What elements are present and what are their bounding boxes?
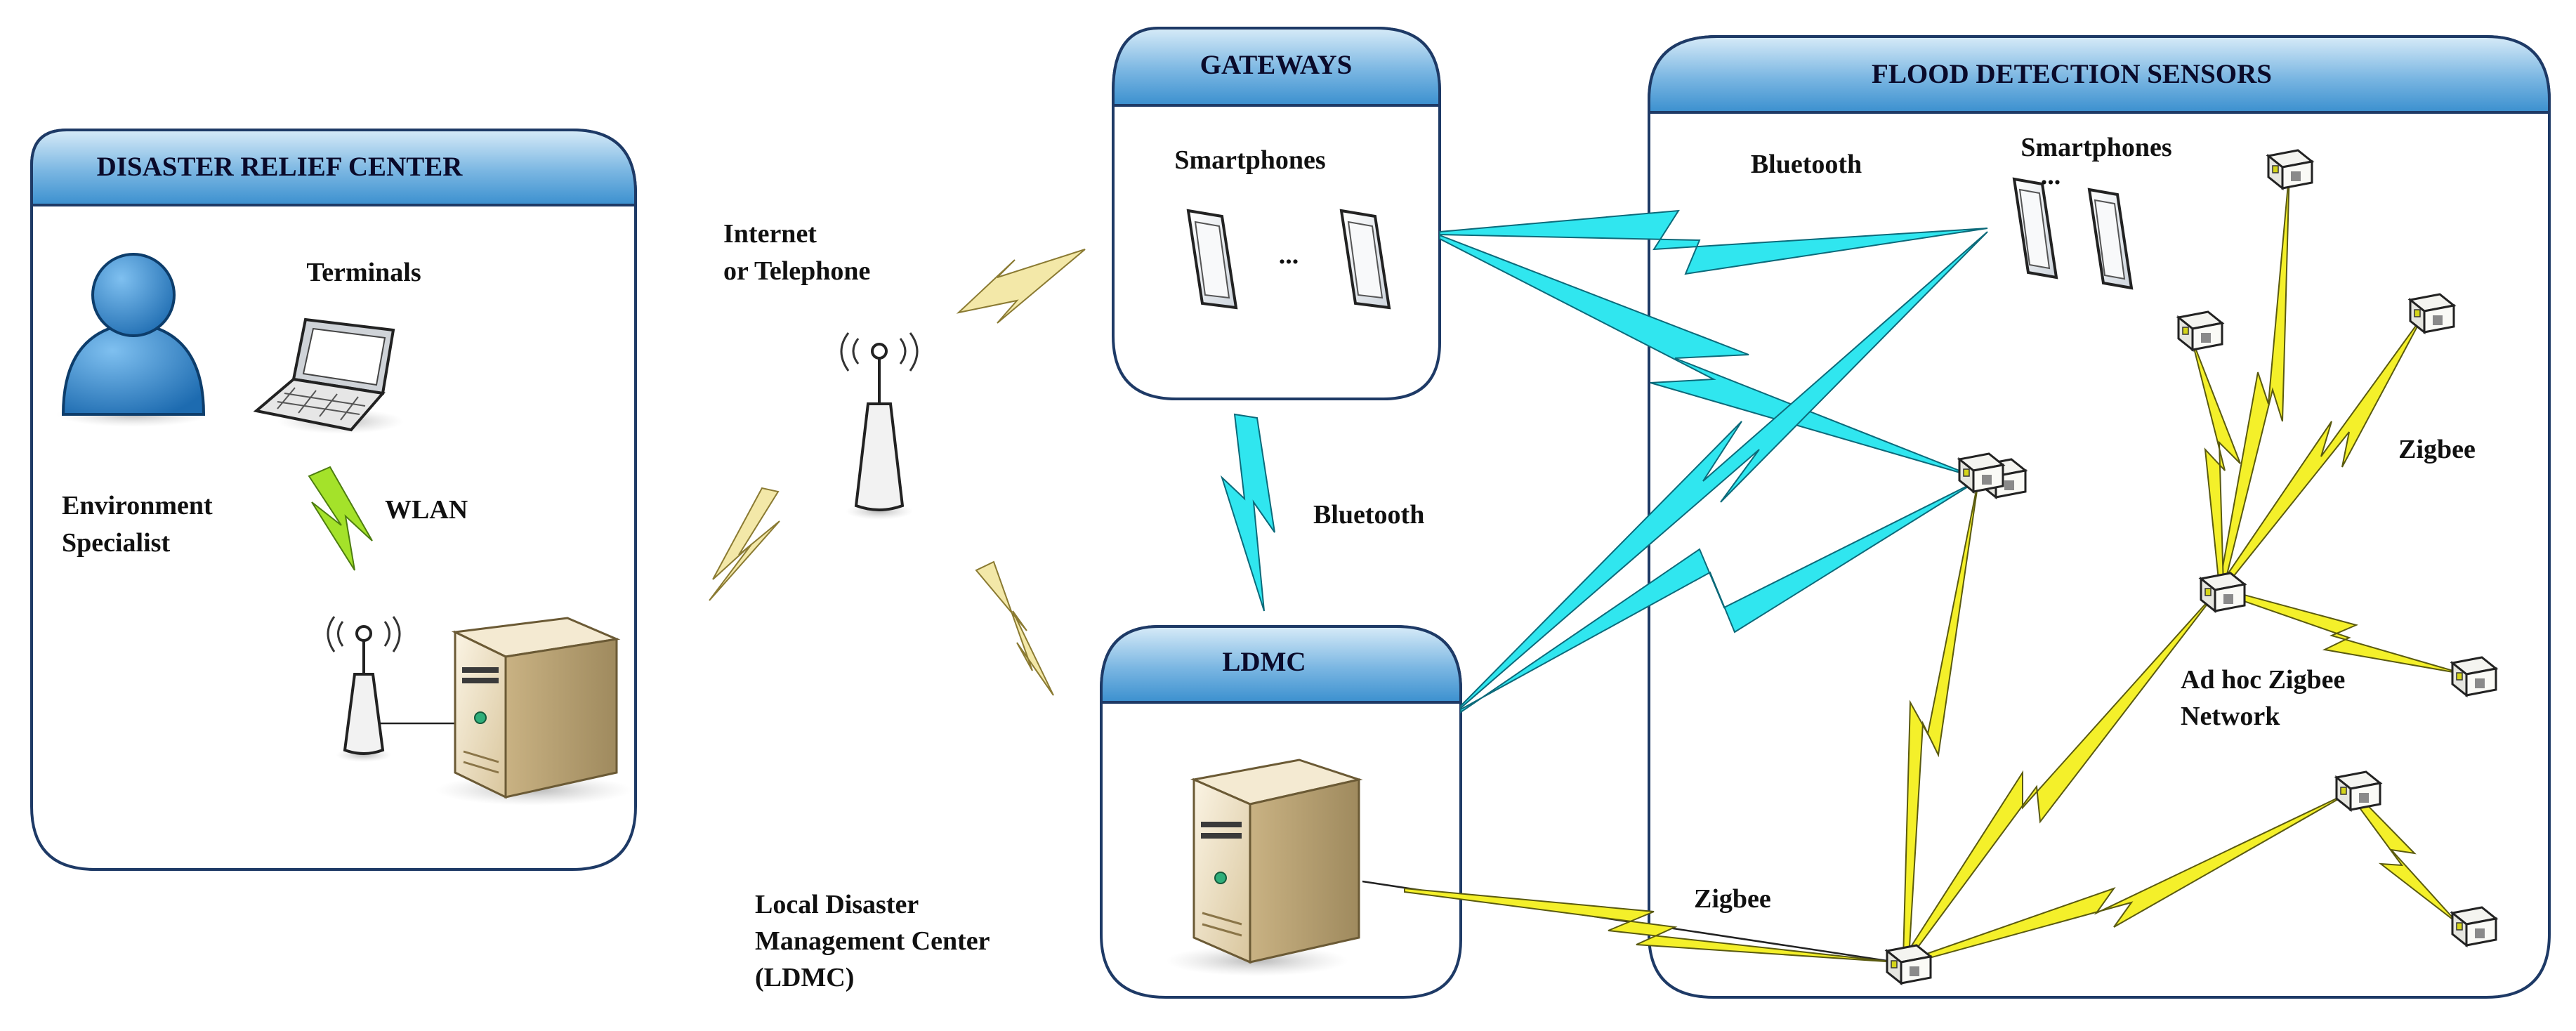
label-ldmc-full-3: (LDMC)	[755, 963, 854, 992]
gateway-smartphone-2	[1339, 209, 1391, 310]
label-adhoc-zigbee-1: Ad hoc Zigbee	[2181, 665, 2345, 695]
antenna-left-icon	[327, 616, 401, 762]
label-ldmc-full-2: Management Center	[755, 926, 990, 956]
label-adhoc-zigbee-2: Network	[2181, 702, 2280, 731]
person-icon	[56, 253, 211, 427]
label-environment-specialist-2: Specialist	[62, 528, 170, 558]
label-zigbee-lower: Zigbee	[1694, 884, 1771, 914]
server-ldmc-icon	[1166, 759, 1363, 976]
bluetooth-ldmc-smartphones-link-icon	[1460, 231, 1988, 710]
panel-flood-detection-sensors: FLOOD DETECTION SENSORS	[1648, 35, 2551, 999]
label-environment-specialist-1: Environment	[62, 491, 213, 520]
panel-gateways: GATEWAYS	[1112, 27, 1441, 400]
sensor-smartphone-2	[2087, 188, 2134, 290]
bluetooth-gateway-node-link-icon	[1439, 234, 1978, 478]
sensor-node-icon	[2266, 149, 2315, 191]
label-zigbee-upper: Zigbee	[2398, 435, 2476, 464]
bluetooth-gateway-ldmc-link-icon	[1220, 413, 1275, 612]
panel-title-flood-sensors: FLOOD DETECTION SENSORS	[1872, 59, 2272, 89]
sensor-node-icon	[2407, 293, 2457, 335]
zigbee-hub-top-link-icon	[2218, 168, 2290, 590]
label-terminals: Terminals	[306, 258, 421, 287]
label-sensor-ellipsis: ...	[2041, 161, 2061, 190]
zigbee-node-right-link-icon	[1905, 789, 2355, 965]
internet-link-gateways-icon	[956, 249, 1086, 324]
sensor-node-icon	[2450, 906, 2499, 948]
zigbee-links	[1404, 168, 2466, 965]
label-sensor-bluetooth: Bluetooth	[1751, 150, 1862, 179]
label-gateway-ellipsis: ...	[1279, 240, 1299, 270]
zigbee-hub-upperleft-link-icon	[2190, 336, 2241, 587]
sensor-node-icon	[2198, 572, 2247, 614]
label-internet-1: Internet	[723, 219, 817, 249]
sensor-node-icon	[1884, 944, 1933, 986]
label-sensor-smartphones: Smartphones	[2020, 133, 2171, 162]
zigbee-ldmc-node-link-icon	[1404, 887, 1897, 963]
internet-link-ldmc-icon	[975, 560, 1054, 696]
panel-title-disaster-relief: DISASTER RELIEF CENTER	[97, 152, 464, 182]
sensor-smartphone-1	[2012, 177, 2058, 280]
label-wlan: WLAN	[385, 495, 468, 525]
sensor-node-icon	[1957, 452, 2006, 494]
sensor-node-icon	[2450, 656, 2499, 698]
zigbee-hub-upperright-link-icon	[2219, 315, 2424, 589]
gateway-smartphone-1	[1186, 209, 1238, 310]
server-left-icon	[435, 617, 632, 806]
antenna-center-icon	[840, 332, 919, 520]
label-ldmc-full-1: Local Disaster	[755, 890, 919, 919]
label-internet-2: or Telephone	[723, 256, 870, 286]
sensor-node-cluster	[1884, 149, 2499, 986]
panel-title-ldmc: LDMC	[1222, 647, 1306, 677]
internet-link-left-icon	[709, 487, 780, 601]
label-bluetooth-gateway-ldmc: Bluetooth	[1313, 500, 1424, 530]
label-gateway-smartphones: Smartphones	[1174, 145, 1325, 175]
sensor-node-icon	[2334, 770, 2383, 813]
panel-title-gateways: GATEWAYS	[1200, 50, 1353, 80]
bluetooth-gateway-smartphones-link-icon	[1439, 209, 1988, 275]
zigbee-node-node2-link-icon	[1902, 475, 1980, 959]
zigbee-node-hub-link-icon	[1903, 588, 2220, 961]
bluetooth-ldmc-node-link-icon	[1460, 480, 1978, 714]
laptop-icon	[253, 317, 404, 434]
wlan-link-icon	[308, 466, 373, 571]
sensor-node-icon	[2176, 310, 2225, 353]
